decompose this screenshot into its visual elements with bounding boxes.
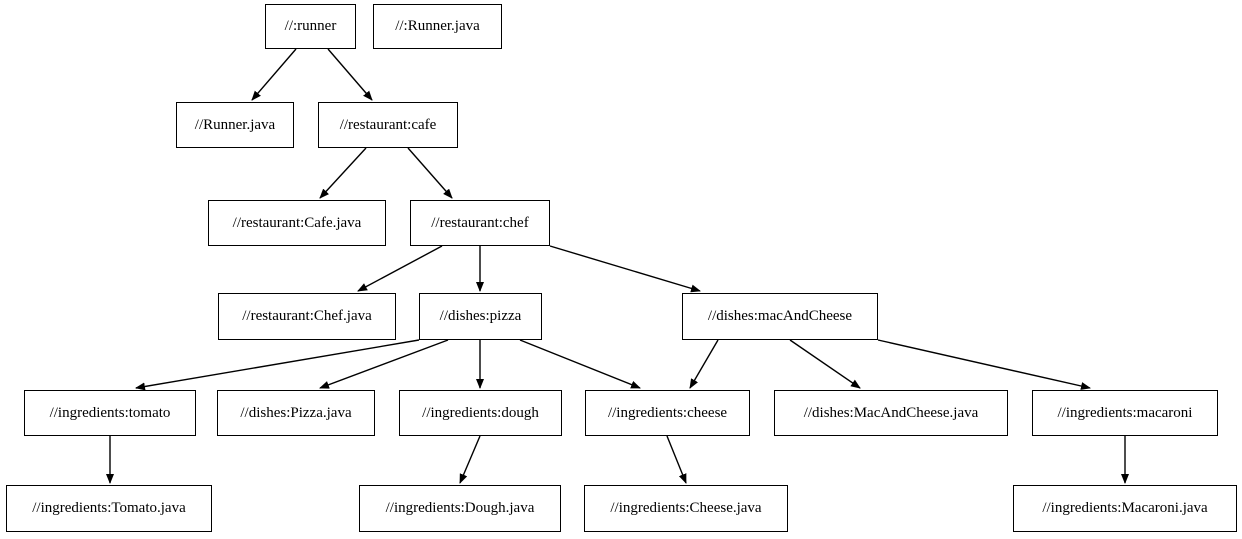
graph-node-label: //ingredients:Dough.java (385, 500, 535, 516)
graph-node-ingredients_cheese_java[interactable]: //ingredients:Cheese.java (584, 485, 788, 532)
graph-node-ingredients_macaroni_java[interactable]: //ingredients:Macaroni.java (1013, 485, 1237, 532)
graph-node-runner_java_root[interactable]: //:Runner.java (373, 4, 502, 49)
graph-node-restaurant_chef[interactable]: //restaurant:chef (410, 200, 550, 246)
graph-edge-dishes_macandcheese-to-dishes_macandcheese_java (789, 339, 861, 389)
graph-node-label: //restaurant:Chef.java (242, 308, 372, 324)
graph-node-ingredients_cheese[interactable]: //ingredients:cheese (585, 390, 750, 436)
graph-node-ingredients_tomato[interactable]: //ingredients:tomato (24, 390, 196, 436)
graph-node-label: //restaurant:cafe (339, 116, 437, 133)
graph-node-label: //dishes:macAndCheese (707, 308, 853, 324)
graph-edge-ingredients_dough-to-ingredients_dough_java (459, 435, 481, 484)
graph-node-dishes_pizza_java[interactable]: //dishes:Pizza.java (217, 390, 375, 436)
graph-node-label: //ingredients:macaroni (1057, 404, 1193, 421)
graph-edge-dishes_pizza-to-ingredients_tomato (135, 339, 420, 391)
graph-node-restaurant_chef_java[interactable]: //restaurant:Chef.java (218, 293, 396, 340)
graph-node-label: //ingredients:tomato (49, 404, 171, 421)
graph-node-label: //restaurant:Cafe.java (232, 214, 362, 231)
graph-node-label: //ingredients:Tomato.java (32, 500, 186, 516)
graph-node-dishes_pizza[interactable]: //dishes:pizza (419, 293, 542, 340)
graph-node-label: //dishes:pizza (439, 308, 522, 324)
graph-node-ingredients_macaroni[interactable]: //ingredients:macaroni (1032, 390, 1218, 436)
graph-node-dishes_macandcheese[interactable]: //dishes:macAndCheese (682, 293, 878, 340)
graph-node-dishes_macandcheese_java[interactable]: //dishes:MacAndCheese.java (774, 390, 1008, 436)
graph-node-ingredients_tomato_java[interactable]: //ingredients:Tomato.java (6, 485, 212, 532)
graph-node-label: //:Runner.java (395, 18, 480, 34)
graph-node-ingredients_dough[interactable]: //ingredients:dough (399, 390, 562, 436)
graph-edge-dishes_macandcheese-to-ingredients_cheese (689, 339, 719, 389)
graph-edge-ingredients_cheese-to-ingredients_cheese_java (666, 435, 687, 484)
graph-node-label: //ingredients:Cheese.java (610, 500, 762, 516)
graph-node-label: //ingredients:cheese (607, 404, 728, 421)
graph-node-runner_java[interactable]: //Runner.java (176, 102, 294, 148)
graph-node-label: //:runner (284, 18, 337, 34)
graph-node-label: //ingredients:Macaroni.java (1042, 500, 1208, 516)
graph-node-restaurant_cafe[interactable]: //restaurant:cafe (318, 102, 458, 148)
graph-node-label: //ingredients:dough (422, 404, 539, 421)
graph-edge-restaurant_cafe-to-restaurant_chef (407, 147, 453, 199)
graph-edge-dishes_pizza-to-ingredients_cheese (519, 339, 641, 389)
graph-edge-dishes_macandcheese-to-ingredients_macaroni (877, 339, 1091, 390)
graph-edge-runner-to-runner_java (251, 48, 297, 101)
graph-edge-dishes_pizza-to-dishes_pizza_java (319, 339, 449, 389)
graph-node-label: //dishes:Pizza.java (240, 404, 352, 421)
graph-node-ingredients_dough_java[interactable]: //ingredients:Dough.java (359, 485, 561, 532)
graph-node-runner[interactable]: //:runner (265, 4, 356, 49)
graph-edge-restaurant_chef-to-restaurant_chef_java (357, 245, 443, 292)
graph-edge-restaurant_chef-to-dishes_macandcheese (549, 245, 701, 293)
graph-node-label: //restaurant:chef (431, 214, 529, 231)
graph-node-label: //dishes:MacAndCheese.java (803, 404, 979, 421)
graph-edge-runner-to-restaurant_cafe (327, 48, 373, 101)
graph-node-restaurant_cafe_java[interactable]: //restaurant:Cafe.java (208, 200, 386, 246)
graph-node-label: //Runner.java (194, 116, 276, 133)
graph-edge-restaurant_cafe-to-restaurant_cafe_java (319, 147, 367, 199)
